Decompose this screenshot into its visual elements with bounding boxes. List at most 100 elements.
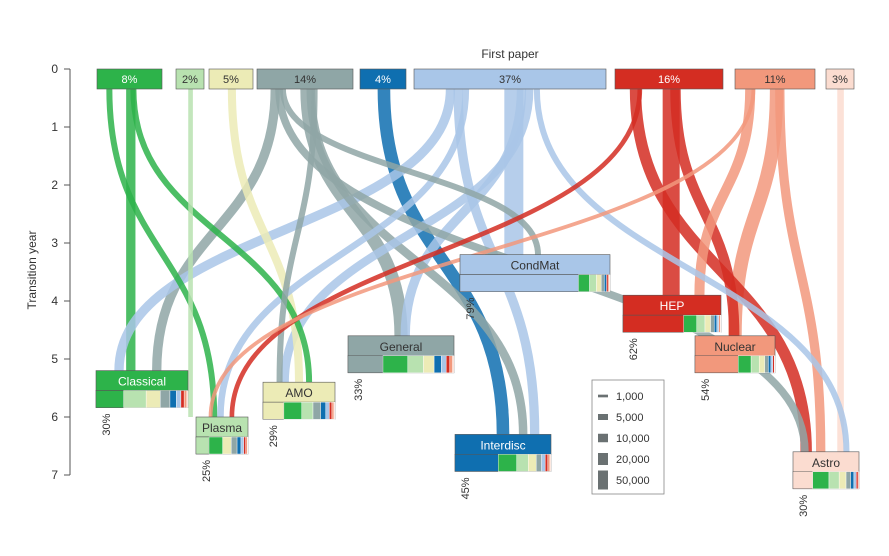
- flow-classical-to-plasma: [106, 88, 218, 418]
- final-field-boxes: Classical30%Plasma25%AMO29%General33%Int…: [95, 254, 860, 517]
- first-paper-bar-nuclear: [734, 68, 816, 90]
- composition-seg-classical-2: [160, 390, 171, 408]
- composition-seg-hep-3: [710, 315, 715, 333]
- retention-label-plasma: 25%: [201, 460, 213, 482]
- first-paper-share-plasma: 2%: [182, 74, 198, 86]
- composition-seg-general-7: [452, 355, 455, 373]
- flow-nuclear-to-astro: [775, 88, 826, 452]
- first-paper-share-interdisc: 4%: [375, 74, 391, 86]
- composition-seg-classical-1: [145, 390, 161, 408]
- flow-condmat-to-astro: [533, 88, 850, 452]
- composition-seg-amo-3: [320, 402, 326, 420]
- first-paper-bar-amo: [208, 68, 254, 90]
- first-paper-bar-astro: [825, 68, 855, 90]
- composition-seg-plasma-3: [236, 436, 242, 455]
- composition-seg-interdisc-6: [547, 454, 551, 472]
- legend-label-2: 10,000: [616, 433, 650, 445]
- retention-label-astro: 30%: [798, 495, 810, 517]
- composition-self-general: [347, 355, 384, 373]
- flow-amo-to-amo: [227, 88, 304, 383]
- composition-seg-interdisc-0: [498, 454, 517, 472]
- composition-seg-nuclear-2: [758, 355, 765, 373]
- composition-seg-amo-7: [333, 402, 336, 420]
- composition-seg-astro-3: [845, 471, 851, 489]
- composition-seg-hep-7: [720, 315, 722, 333]
- composition-seg-classical-3: [169, 390, 177, 408]
- composition-seg-general-4: [441, 355, 447, 373]
- legend-label-4: 50,000: [616, 475, 650, 487]
- composition-seg-astro-5: [853, 471, 857, 489]
- composition-seg-interdisc-5: [544, 454, 549, 472]
- flow-nuclear-to-plasma: [208, 88, 756, 418]
- final-field-name-astro: Astro: [812, 456, 840, 470]
- composition-seg-astro-0: [812, 471, 830, 489]
- composition-seg-hep-0: [683, 315, 697, 333]
- composition-seg-plasma-2: [231, 436, 238, 455]
- composition-self-amo: [262, 402, 285, 420]
- flow-nuclear-to-hep: [694, 88, 756, 296]
- composition-seg-plasma-7: [247, 436, 249, 455]
- composition-seg-nuclear-3: [764, 355, 769, 373]
- composition-seg-condmat-3: [600, 274, 605, 292]
- composition-self-plasma: [195, 436, 210, 455]
- composition-seg-nuclear-1: [750, 355, 760, 373]
- composition-seg-nuclear-6: [772, 355, 775, 373]
- composition-seg-general-1: [407, 355, 424, 373]
- composition-seg-nuclear-5: [770, 355, 773, 373]
- composition-seg-astro-4: [850, 471, 855, 489]
- composition-self-condmat: [459, 274, 579, 292]
- composition-seg-astro-7: [857, 471, 860, 489]
- composition-seg-classical-4: [176, 390, 182, 408]
- flow-general-to-condmat: [279, 88, 542, 255]
- y-tick-label-4: 4: [51, 294, 58, 308]
- composition-seg-classical-0: [123, 390, 147, 408]
- composition-seg-classical-7: [186, 390, 189, 408]
- composition-seg-classical-5: [180, 390, 185, 408]
- first-paper-share-amo: 5%: [223, 74, 239, 86]
- composition-seg-amo-0: [283, 402, 302, 420]
- composition-self-hep: [622, 315, 684, 333]
- first-paper-bar-interdisc: [359, 68, 407, 90]
- first-paper-share-nuclear: 11%: [764, 74, 785, 86]
- final-field-astro: Astro 30%: [792, 451, 860, 517]
- first-paper-bar-general: [256, 68, 354, 90]
- composition-seg-plasma-1: [222, 436, 232, 455]
- retention-label-nuclear: 54%: [700, 379, 712, 401]
- composition-seg-interdisc-1: [516, 454, 529, 472]
- composition-seg-hep-1: [696, 315, 706, 333]
- composition-seg-general-6: [449, 355, 453, 373]
- composition-seg-condmat-0: [578, 274, 590, 292]
- composition-self-classical: [95, 390, 124, 408]
- flow-hep-to-plasma: [229, 88, 643, 418]
- composition-seg-plasma-0: [208, 436, 223, 455]
- first-paper-bar-hep: [614, 68, 724, 90]
- composition-seg-amo-2: [312, 402, 321, 420]
- composition-seg-nuclear-4: [768, 355, 772, 373]
- composition-seg-plasma-5: [243, 436, 246, 455]
- final-field-name-hep: HEP: [660, 299, 685, 313]
- composition-seg-interdisc-4: [541, 454, 546, 472]
- composition-seg-classical-6: [183, 390, 187, 408]
- first-paper-bar-classical: [96, 68, 163, 90]
- composition-seg-general-3: [433, 355, 442, 373]
- retention-label-amo: 29%: [268, 425, 280, 447]
- first-paper-share-general: 14%: [294, 74, 316, 86]
- y-tick-label-0: 0: [51, 62, 58, 76]
- legend-label-3: 20,000: [616, 454, 650, 466]
- y-tick-label-7: 7: [51, 468, 58, 482]
- composition-self-interdisc: [454, 454, 499, 472]
- flow-condmat-to-classical: [114, 88, 456, 371]
- composition-seg-interdisc-3: [536, 454, 542, 472]
- retention-label-classical: 30%: [101, 413, 113, 435]
- composition-seg-amo-4: [325, 402, 330, 420]
- y-tick-label-2: 2: [51, 178, 58, 192]
- composition-seg-astro-2: [838, 471, 847, 489]
- first-paper-share-astro: 3%: [832, 74, 848, 86]
- y-tick-label-1: 1: [51, 120, 58, 134]
